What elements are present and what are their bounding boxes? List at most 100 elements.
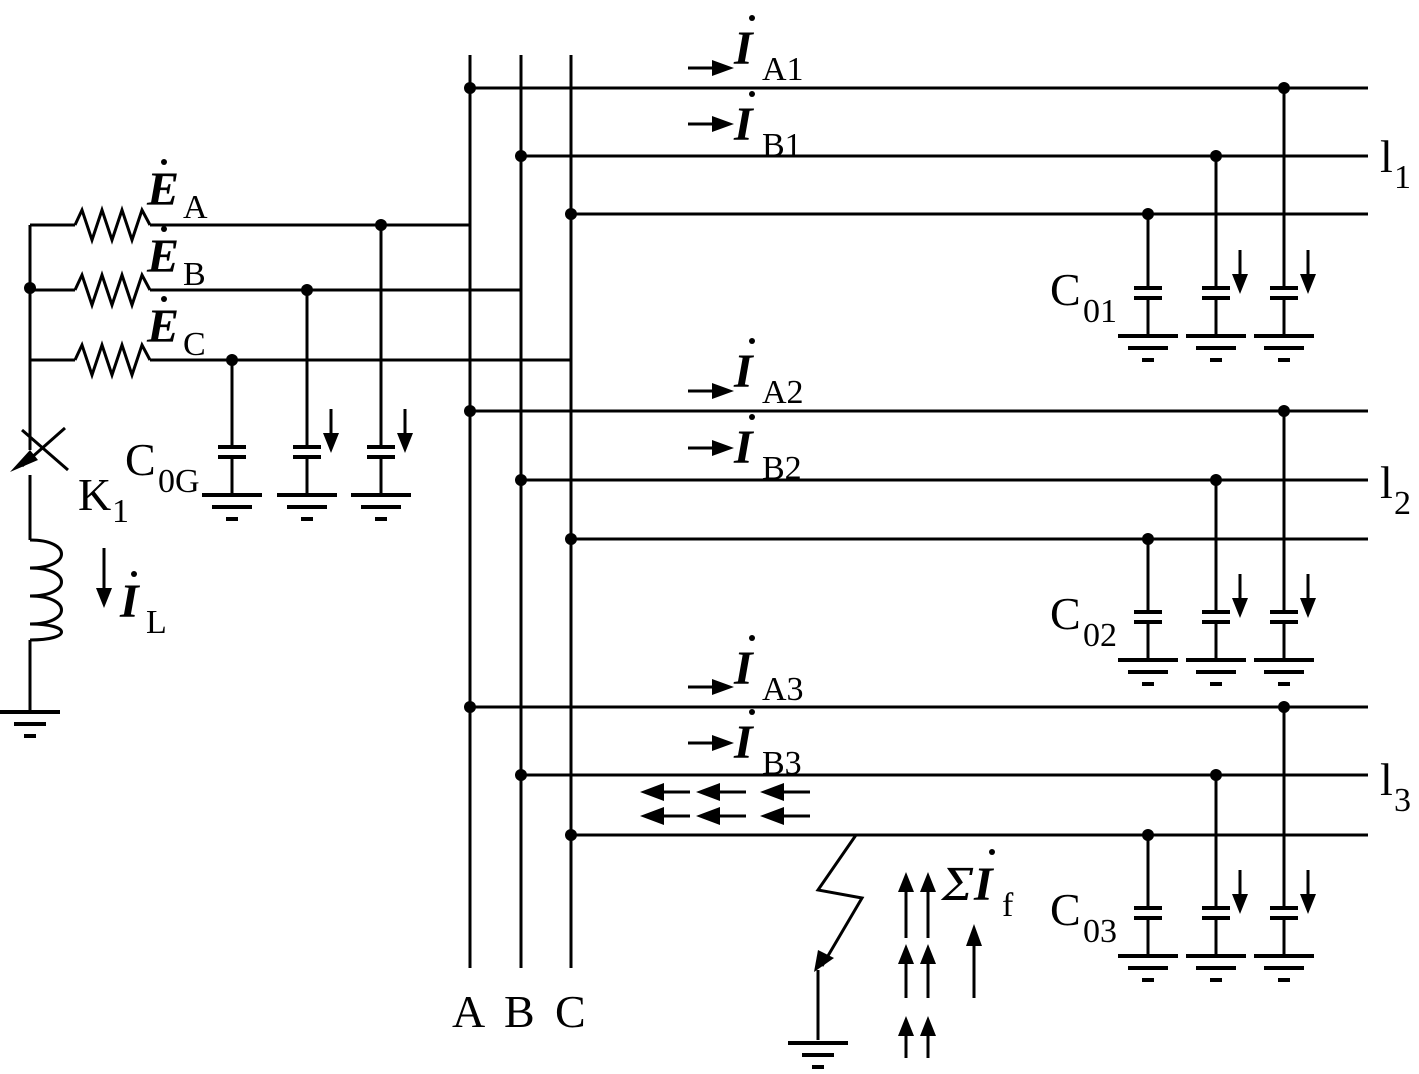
capacitor-phase-a: [1254, 707, 1316, 982]
fault-ground-icon: [788, 1041, 848, 1069]
bus-b-junction: [515, 150, 527, 162]
svg-text:I: I: [733, 716, 755, 769]
fault-current-up-arrow: [920, 944, 936, 964]
svg-text:E: E: [146, 163, 179, 216]
capacitive-current-arrow: [1300, 274, 1316, 294]
line-1-labels: I A1 I B1 l 1 C 01: [733, 15, 1411, 330]
capacitor-phase-b: [1186, 775, 1248, 982]
emf-a-label: E A: [146, 159, 208, 226]
i-b-arrow: [712, 735, 734, 751]
coil-current-arrow: [96, 548, 112, 608]
line-3-labels: I A3 I B3 l 3 C 03: [733, 635, 1411, 950]
ground-fault: [788, 834, 865, 1069]
fault-current-up-arrow: [920, 872, 936, 892]
resistor-b: [73, 270, 152, 310]
return-current-arrow: [696, 783, 720, 801]
feeder-3: [464, 679, 1368, 982]
return-current-arrow: [760, 783, 784, 801]
svg-text:A1: A1: [762, 51, 804, 88]
source-capacitors: [202, 225, 413, 521]
svg-text:Σ: Σ: [940, 860, 974, 911]
emf-c-label: E C: [146, 296, 206, 363]
arc-suppression-coil: [29, 538, 63, 642]
total-fault-current-arrow: [966, 924, 982, 946]
return-current-arrow: [640, 783, 664, 801]
resistor-a: [73, 205, 152, 245]
svg-text:I: I: [119, 575, 141, 628]
bus-c-label: C: [555, 986, 586, 1037]
svg-text:2: 2: [1394, 485, 1411, 522]
svg-text:I: I: [733, 345, 755, 398]
fault-current-up-arrow: [920, 1016, 936, 1036]
fault-zigzag: [815, 834, 865, 967]
resistor-c: [73, 340, 152, 380]
svg-text:B2: B2: [762, 450, 802, 487]
capacitive-current-arrow: [1232, 274, 1248, 294]
i-b-arrow: [712, 116, 734, 132]
svg-text:I: I: [733, 642, 755, 695]
neutral-junction: [24, 282, 36, 294]
bus-c-junction: [565, 208, 577, 220]
capacitor-c0g-phase-c: [202, 360, 262, 521]
capacitor-phase-c: [1118, 539, 1178, 686]
c02-label: C 02: [1050, 588, 1117, 654]
i-a3-label: I A3: [733, 635, 804, 708]
bus-a-junction: [464, 701, 476, 713]
svg-text:C: C: [1050, 264, 1081, 315]
svg-text:01: 01: [1083, 293, 1117, 330]
return-current-arrow: [640, 807, 664, 825]
capacitor-c0g-phase-a: [351, 225, 413, 521]
capacitor-phase-c: [1118, 835, 1178, 982]
svg-text:f: f: [1002, 887, 1014, 924]
svg-text:02: 02: [1083, 617, 1117, 654]
line-2-name: l 2: [1380, 457, 1411, 522]
svg-text:B3: B3: [762, 745, 802, 782]
svg-text:B1: B1: [762, 127, 802, 164]
capacitive-current-arrow: [1232, 894, 1248, 914]
svg-text:E: E: [146, 300, 179, 353]
svg-text:I: I: [733, 22, 755, 75]
source-section: E A E B E C C 0G: [0, 159, 571, 738]
i-a-arrow: [712, 679, 734, 695]
bus-c-junction: [565, 829, 577, 841]
svg-text:03: 03: [1083, 913, 1117, 950]
i-b1-label: I B1: [733, 91, 802, 164]
feeders: [464, 60, 1368, 982]
svg-text:0G: 0G: [158, 463, 200, 500]
svg-text:B: B: [183, 256, 206, 293]
i-b2-label: I B2: [733, 414, 802, 487]
fault-current-up-arrow: [898, 1016, 914, 1036]
fault-current-up-arrow: [898, 872, 914, 892]
svg-text:1: 1: [1394, 159, 1411, 196]
capacitive-current-arrow: [397, 433, 413, 453]
return-current-arrow: [760, 807, 784, 825]
fault-current-up-arrow: [898, 944, 914, 964]
svg-text:3: 3: [1394, 782, 1411, 819]
coil-current-label: I L: [119, 571, 167, 641]
source-cap-label: C 0G: [125, 434, 200, 500]
svg-text:A: A: [183, 189, 208, 226]
coil-ground-icon: [0, 710, 60, 738]
capacitor-phase-c: [1118, 214, 1178, 362]
bus-a-junction: [464, 82, 476, 94]
capacitive-current-arrow: [1300, 894, 1316, 914]
bus-b-label: B: [504, 986, 535, 1037]
svg-text:C: C: [1050, 588, 1081, 639]
bus-b-junction: [515, 769, 527, 781]
c03-label: C 03: [1050, 884, 1117, 950]
i-a-arrow: [712, 383, 734, 399]
capacitor-phase-b: [1186, 480, 1248, 686]
i-a-arrow: [712, 60, 734, 76]
svg-text:L: L: [146, 604, 167, 641]
emf-b-label: E B: [146, 226, 206, 293]
capacitor-phase-a: [1254, 411, 1316, 686]
fault-current-label: Σ I f: [940, 849, 1014, 924]
c01-label: C 01: [1050, 264, 1117, 330]
svg-text:I: I: [973, 858, 995, 911]
i-b-arrow: [712, 440, 734, 456]
i-b3-label: I B3: [733, 709, 802, 782]
line-1-name: l 1: [1380, 131, 1411, 196]
bus-c-junction: [565, 533, 577, 545]
svg-text:I: I: [733, 98, 755, 151]
